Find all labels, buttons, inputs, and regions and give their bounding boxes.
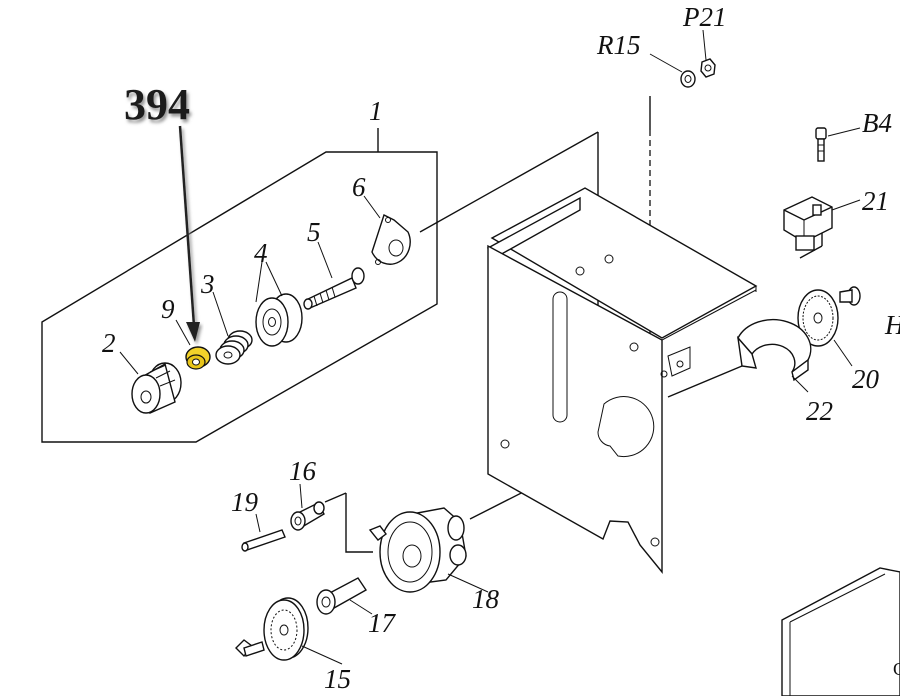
label-part-2: 2 — [102, 328, 116, 358]
callout-label: 394 — [124, 80, 190, 129]
label-part-16: 16 — [289, 456, 317, 486]
lower-right-partial-box: C — [781, 567, 900, 696]
main-bracket — [486, 187, 758, 574]
label-part-19: 19 — [231, 487, 259, 517]
label-part-3: 3 — [200, 269, 215, 299]
label-part-p21: P21 — [682, 2, 727, 32]
part-6-plate — [371, 214, 411, 265]
part-9-highlighted-collar — [185, 346, 211, 370]
part-r15-washer — [680, 70, 696, 88]
callout-394: 394 — [124, 80, 200, 342]
label-part-15: 15 — [324, 664, 351, 694]
label-part-4: 4 — [254, 238, 268, 268]
label-part-22: 22 — [806, 396, 833, 426]
part-2-knob — [131, 362, 182, 414]
callout-arrow-icon — [178, 125, 200, 342]
label-part-6: 6 — [352, 172, 366, 202]
partial-text-c: C — [893, 659, 900, 679]
part-h-screw — [839, 286, 861, 306]
part-18-gear-assembly — [368, 507, 467, 593]
part-4-pulley — [255, 293, 303, 347]
label-part-r15: R15 — [596, 30, 641, 60]
part-b4-screw — [815, 127, 827, 162]
part-3-spring — [215, 330, 253, 365]
label-leaders — [119, 29, 861, 665]
part-lower-screw — [235, 639, 265, 658]
label-part-21: 21 — [862, 186, 889, 216]
part-17-screw — [316, 577, 368, 615]
part-5-shaft — [303, 267, 365, 310]
label-part-b4: B4 — [862, 108, 892, 138]
label-part-h: H — [884, 310, 900, 340]
part-16-bushing — [290, 501, 325, 531]
part-19-pin — [241, 529, 286, 552]
part-15-wheel — [263, 597, 309, 661]
part-p21-nut — [700, 58, 716, 78]
part-21-sensor — [783, 196, 833, 251]
label-part-5: 5 — [307, 217, 321, 247]
part-number-labels: 1 2 3 4 5 6 9 R15 P21 B4 21 H 20 22 16 1… — [102, 2, 900, 694]
label-part-1: 1 — [369, 96, 383, 126]
label-part-20: 20 — [852, 364, 880, 394]
label-part-17: 17 — [368, 608, 397, 638]
subassembly-1-outline — [41, 128, 438, 443]
part-22-clamp — [736, 318, 812, 382]
label-part-18: 18 — [472, 584, 500, 614]
label-part-9: 9 — [161, 294, 175, 324]
part-20-encoder-disk — [797, 289, 839, 347]
